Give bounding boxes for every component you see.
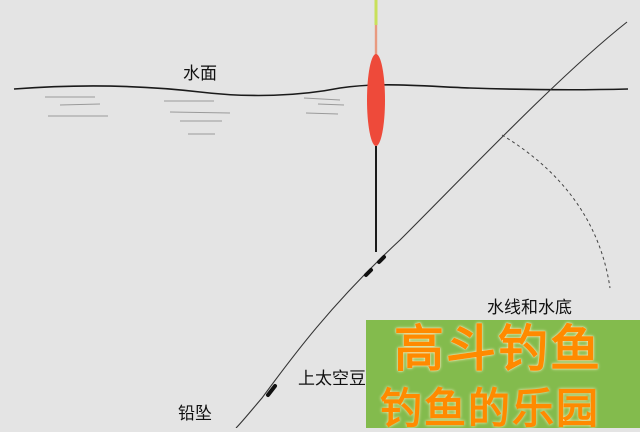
hollow-bean-label: 上太空豆 [298,369,366,389]
float-body [367,54,385,146]
sinker-label: 铅坠 [178,404,212,424]
angle-arc [501,134,611,289]
line-and-bottom-label: 水线和水底 [487,298,572,318]
watermark-title: 高斗钓鱼 [394,320,602,378]
watermark-banner: 高斗钓鱼 钓鱼的乐园 [366,320,640,428]
space-beans [364,255,386,277]
water-surface-label: 水面 [183,64,217,84]
watermark-subtitle: 钓鱼的乐园 [380,384,601,429]
water-ripples [45,96,345,135]
sinker-weight [266,384,277,397]
water-surface-line [13,84,629,97]
